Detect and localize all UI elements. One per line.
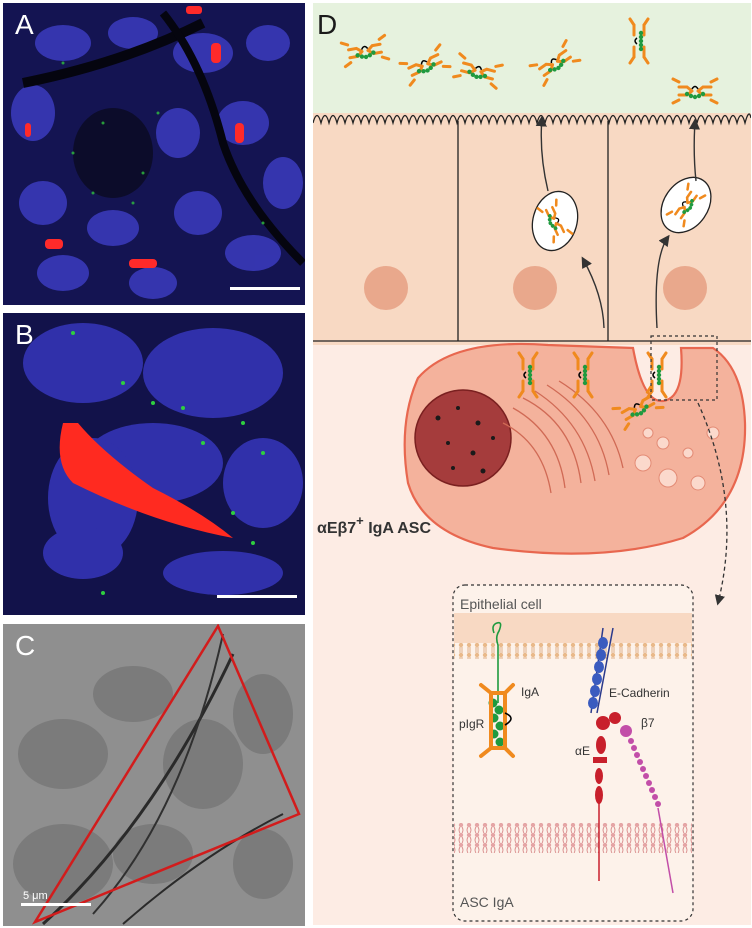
pigr-label: pIgR bbox=[459, 717, 485, 731]
panel-b-label: B bbox=[15, 319, 34, 350]
epithelial-nucleus bbox=[663, 266, 707, 310]
microvilli bbox=[313, 113, 751, 126]
panel-c-label: C bbox=[15, 630, 36, 661]
schematic-panel-d: αEβ7+ IgA ASC pIgR IgA E-Cadherin bbox=[313, 3, 751, 925]
scale-bar-c bbox=[21, 903, 91, 906]
inset-epithelial-label: Epithelial cell bbox=[460, 596, 542, 612]
panel-a-label: A bbox=[15, 9, 34, 40]
panel-d-diagram: αEβ7+ IgA ASC pIgR IgA E-Cadherin bbox=[313, 3, 751, 922]
epithelial-membrane bbox=[454, 643, 692, 659]
transcytosis-vesicle bbox=[531, 190, 579, 252]
alpha-e-label: αE bbox=[575, 744, 590, 758]
ecadherin-label: E-Cadherin bbox=[609, 686, 670, 700]
inset-asc-label: ASC IgA bbox=[460, 894, 514, 910]
endoplasmic-reticulum bbox=[502, 380, 624, 494]
scale-bar-b bbox=[217, 595, 297, 598]
transcytosis-vesicle bbox=[660, 176, 712, 234]
epithelial-nucleus bbox=[364, 266, 408, 310]
panel-a-image bbox=[3, 3, 305, 305]
panel-c-image bbox=[3, 624, 305, 926]
asc-cell-body bbox=[403, 342, 747, 555]
asc-nucleus bbox=[414, 389, 512, 487]
panel-b-image bbox=[3, 313, 305, 615]
micrograph-panel-c: C 5 μm bbox=[3, 624, 305, 926]
beta7-label: β7 bbox=[641, 716, 655, 730]
epithelial-nucleus bbox=[513, 266, 557, 310]
iga-label: IgA bbox=[521, 685, 539, 699]
scale-bar-a bbox=[230, 287, 300, 290]
panel-d-label: D bbox=[317, 9, 338, 40]
micrograph-panel-a: A bbox=[3, 3, 305, 305]
detail-box bbox=[650, 335, 718, 401]
scale-bar-c-label: 5 μm bbox=[23, 890, 48, 902]
asc-membrane bbox=[454, 823, 692, 853]
triangle-outline bbox=[31, 624, 301, 925]
micrograph-panel-b: B bbox=[3, 313, 305, 615]
asc-label: αEβ7+ IgA ASC bbox=[317, 513, 431, 537]
